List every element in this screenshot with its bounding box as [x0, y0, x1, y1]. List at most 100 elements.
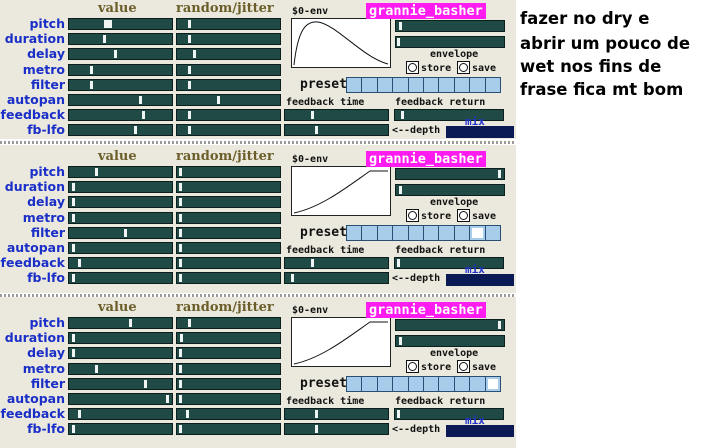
preset-cell[interactable]: [470, 78, 486, 92]
random-slider-duration-knob[interactable]: [187, 35, 191, 44]
preset-cell[interactable]: [378, 226, 394, 240]
preset-cell[interactable]: [486, 78, 500, 92]
random-slider-autopan[interactable]: [176, 393, 281, 405]
random-slider-filter[interactable]: [176, 78, 281, 91]
value-slider-fb-lfo-knob[interactable]: [71, 274, 75, 283]
random-slider-duration[interactable]: [176, 181, 281, 194]
value-slider-delay-knob[interactable]: [114, 50, 118, 59]
random-slider-pitch-knob[interactable]: [187, 20, 191, 28]
save-toggle[interactable]: [457, 360, 470, 373]
feedback-return-slider-knob[interactable]: [401, 111, 405, 120]
preset-selector[interactable]: [346, 77, 501, 93]
random-slider-filter[interactable]: [176, 226, 281, 239]
feedback-time-slider[interactable]: [284, 109, 389, 122]
random-slider-pitch[interactable]: [176, 18, 281, 30]
value-slider-pitch[interactable]: [68, 18, 173, 30]
preset-cell[interactable]: [409, 377, 425, 391]
random-slider-pitch-knob[interactable]: [187, 319, 191, 327]
preset-cell[interactable]: [393, 377, 409, 391]
value-slider-duration[interactable]: [68, 332, 173, 345]
random-slider-fb-lfo[interactable]: [176, 272, 281, 285]
feedback-time-slider[interactable]: [284, 408, 389, 421]
right-slider-2-knob[interactable]: [399, 186, 403, 194]
preset-selector[interactable]: [346, 225, 501, 241]
preset-cell[interactable]: [424, 377, 440, 391]
random-slider-feedback-knob[interactable]: [178, 259, 182, 268]
preset-cell[interactable]: [347, 377, 363, 391]
preset-cell[interactable]: [486, 226, 500, 240]
value-slider-pitch-knob[interactable]: [104, 20, 113, 28]
value-slider-filter-knob[interactable]: [123, 228, 127, 237]
random-slider-metro[interactable]: [176, 362, 281, 375]
random-slider-filter-knob[interactable]: [178, 228, 182, 237]
value-slider-autopan-knob[interactable]: [71, 244, 75, 252]
random-slider-filter-knob[interactable]: [178, 379, 182, 388]
fb-lfo-rate-slider[interactable]: [284, 272, 389, 285]
random-slider-delay[interactable]: [176, 347, 281, 360]
store-toggle[interactable]: [406, 209, 419, 222]
value-slider-delay[interactable]: [68, 347, 173, 360]
feedback-time-slider-knob[interactable]: [310, 111, 314, 120]
value-slider-autopan-knob[interactable]: [166, 395, 170, 403]
value-slider-autopan[interactable]: [68, 242, 173, 254]
preset-cell[interactable]: [409, 78, 425, 92]
value-slider-fb-lfo-knob[interactable]: [71, 425, 75, 434]
random-slider-feedback-knob[interactable]: [187, 111, 191, 120]
random-slider-delay-knob[interactable]: [178, 349, 182, 358]
preset-cell[interactable]: [439, 377, 455, 391]
mix-slider[interactable]: [446, 126, 514, 139]
preset-selector[interactable]: [346, 376, 501, 392]
random-slider-pitch[interactable]: [176, 166, 281, 178]
fb-lfo-rate-slider[interactable]: [284, 423, 389, 436]
right-slider-2[interactable]: [395, 335, 505, 347]
preset-cell[interactable]: [378, 377, 394, 391]
feedback-return-slider[interactable]: [394, 408, 504, 421]
preset-cell[interactable]: [378, 78, 394, 92]
random-slider-delay-knob[interactable]: [192, 50, 196, 59]
preset-cell[interactable]: [362, 226, 378, 240]
random-slider-metro-knob[interactable]: [187, 65, 191, 74]
value-slider-duration[interactable]: [68, 181, 173, 194]
right-slider-1-knob[interactable]: [399, 22, 403, 30]
value-slider-pitch[interactable]: [68, 166, 173, 178]
preset-cell[interactable]: [424, 226, 440, 240]
right-slider-2-knob[interactable]: [399, 337, 403, 345]
value-slider-autopan-knob[interactable]: [138, 96, 142, 104]
value-slider-pitch[interactable]: [68, 317, 173, 329]
value-slider-delay-knob[interactable]: [71, 198, 75, 207]
random-slider-fb-lfo-knob[interactable]: [187, 126, 191, 135]
value-slider-metro[interactable]: [68, 362, 173, 375]
fb-lfo-rate-slider-knob[interactable]: [315, 425, 319, 434]
random-slider-duration-knob[interactable]: [179, 334, 183, 343]
envelope-graph[interactable]: [291, 166, 391, 216]
feedback-return-slider-knob[interactable]: [397, 259, 401, 268]
random-slider-autopan[interactable]: [176, 242, 281, 254]
random-slider-duration[interactable]: [176, 332, 281, 345]
save-toggle[interactable]: [457, 209, 470, 222]
random-slider-autopan[interactable]: [176, 94, 281, 106]
random-slider-metro[interactable]: [176, 211, 281, 224]
preset-cell[interactable]: [393, 226, 409, 240]
value-slider-feedback-knob[interactable]: [77, 259, 81, 268]
value-slider-duration-knob[interactable]: [71, 334, 75, 343]
preset-cell[interactable]: [439, 78, 455, 92]
random-slider-pitch[interactable]: [176, 317, 281, 329]
preset-cell[interactable]: [455, 377, 471, 391]
right-slider-1[interactable]: [395, 319, 505, 331]
right-slider-1[interactable]: [395, 168, 505, 180]
random-slider-feedback[interactable]: [176, 257, 281, 270]
mix-slider[interactable]: [446, 274, 514, 287]
value-slider-metro-knob[interactable]: [89, 65, 93, 74]
random-slider-fb-lfo-knob[interactable]: [178, 425, 182, 434]
random-slider-fb-lfo[interactable]: [176, 423, 281, 436]
value-slider-delay[interactable]: [68, 196, 173, 209]
random-slider-autopan-knob[interactable]: [217, 96, 221, 104]
value-slider-delay[interactable]: [68, 48, 173, 61]
fb-lfo-rate-slider-knob[interactable]: [315, 126, 319, 135]
value-slider-filter[interactable]: [68, 78, 173, 91]
random-slider-feedback[interactable]: [176, 408, 281, 421]
value-slider-fb-lfo[interactable]: [68, 124, 173, 137]
random-slider-autopan-knob[interactable]: [178, 244, 182, 252]
preset-cell[interactable]: [470, 226, 486, 240]
random-slider-metro-knob[interactable]: [178, 213, 182, 222]
